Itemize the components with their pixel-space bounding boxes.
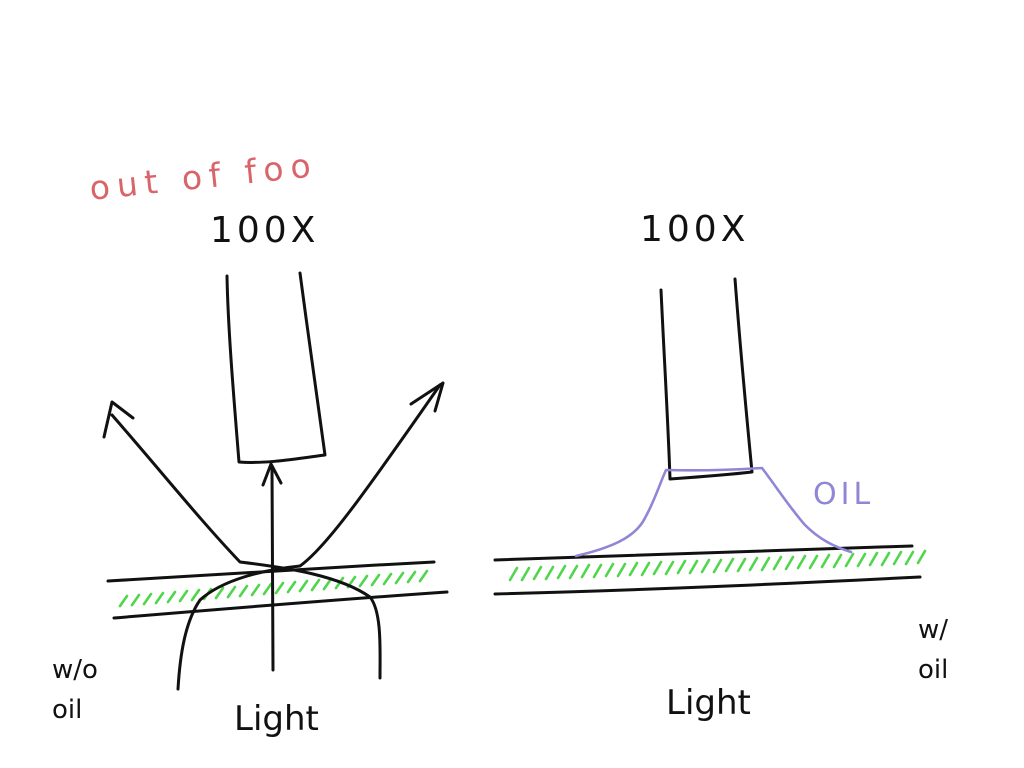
with-oil-label-line-1: w/ [918, 615, 949, 645]
with-oil-label: w/ oil [918, 610, 948, 691]
left-light-rays [110, 383, 442, 691]
right-slide [493, 544, 922, 596]
left-light-label: Light [234, 699, 319, 739]
right-magnification-label: 100X [640, 209, 750, 250]
without-oil-label-line-1: w/o [52, 655, 98, 685]
right-sample-hatching [508, 549, 927, 582]
right-oil-drop [574, 466, 853, 558]
right-objective [659, 277, 754, 481]
with-oil-label-line-2: oil [918, 655, 949, 686]
without-oil-label: w/o oil [52, 650, 98, 731]
right-light-label: Light [666, 683, 751, 723]
without-oil-label-line-2: oil [52, 695, 83, 726]
left-objective [225, 271, 327, 464]
left-arrowheads [102, 381, 445, 487]
left-sample-hatching [118, 569, 429, 608]
left-magnification-label: 100X [210, 210, 320, 251]
oil-label: OIL [813, 477, 875, 512]
